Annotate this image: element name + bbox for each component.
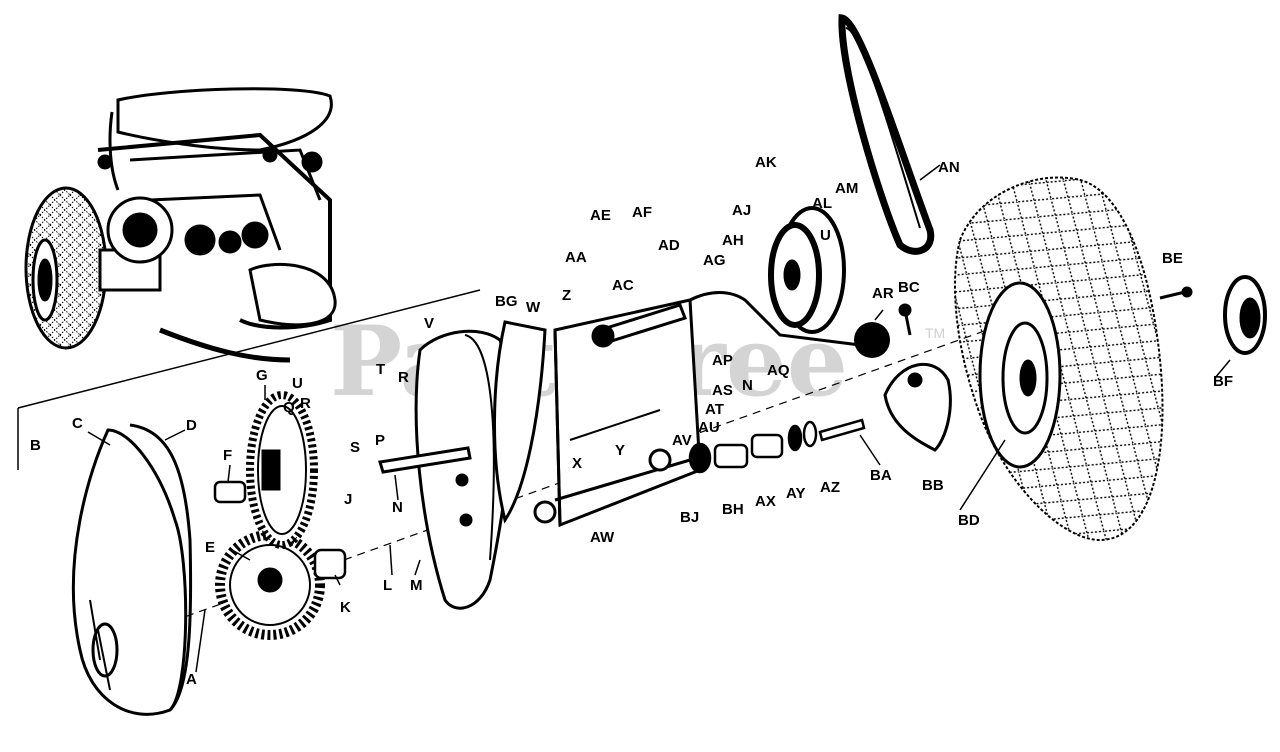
- frame-lines: [17, 289, 481, 470]
- callout-m: M: [410, 577, 423, 594]
- wheel-hub-bracket: [883, 363, 952, 452]
- callout-al: AL: [812, 195, 832, 212]
- callout-av: AV: [672, 432, 692, 449]
- transaxle-bracket: [533, 298, 702, 528]
- tractor-inset-view: [24, 87, 337, 363]
- callout-n-lower: N: [392, 499, 403, 516]
- callout-bc: BC: [898, 279, 920, 296]
- hub-cap: [1223, 275, 1267, 355]
- callout-labels: A B C D E F G J K L M N N P Q R R S T U …: [30, 154, 1233, 688]
- callout-g: G: [256, 367, 268, 384]
- callout-ba: BA: [870, 467, 892, 484]
- callout-v: V: [424, 315, 434, 332]
- lever-arm: [689, 291, 861, 347]
- callout-az: AZ: [820, 479, 840, 496]
- callout-bg: BG: [495, 293, 518, 310]
- axle-spacers: [688, 420, 818, 474]
- callout-l: L: [383, 577, 392, 594]
- callout-am: AM: [835, 180, 858, 197]
- callout-at: AT: [705, 401, 724, 418]
- callout-af: AF: [632, 204, 652, 221]
- callout-ap: AP: [712, 352, 733, 369]
- callout-r-right: R: [398, 369, 409, 386]
- side-plate: [414, 329, 513, 610]
- callout-r-left: R: [300, 395, 311, 412]
- callout-b: B: [30, 437, 41, 454]
- small-bushings: [213, 480, 347, 580]
- rear-tire: [954, 176, 1164, 542]
- callout-w: W: [526, 299, 541, 316]
- drive-pulley: [768, 206, 846, 334]
- callout-u-left: U: [292, 375, 303, 392]
- shift-knob: [854, 322, 890, 358]
- pinion-gear: [246, 391, 318, 549]
- housing-cover: [71, 423, 193, 716]
- callout-aw: AW: [590, 529, 615, 546]
- callout-k: K: [340, 599, 351, 616]
- watermark-trademark: TM: [925, 325, 945, 341]
- callout-ay: AY: [786, 485, 805, 502]
- callout-bf: BF: [1213, 373, 1233, 390]
- callout-s: S: [350, 439, 360, 456]
- callout-au: AU: [698, 419, 720, 436]
- brace-plate: [492, 320, 547, 524]
- bolts: [898, 286, 1193, 336]
- callout-a: A: [186, 671, 197, 688]
- callout-be: BE: [1162, 250, 1183, 267]
- callout-z: Z: [562, 287, 571, 304]
- callout-ak: AK: [755, 154, 777, 171]
- callout-p: P: [375, 432, 385, 449]
- callout-ag: AG: [703, 252, 726, 269]
- callout-bh: BH: [722, 501, 744, 518]
- callout-bb: BB: [922, 477, 944, 494]
- callout-aa: AA: [565, 249, 587, 266]
- callout-c: C: [72, 415, 83, 432]
- v-belt: [838, 14, 935, 255]
- callout-bj: BJ: [680, 509, 699, 526]
- callout-n-upper: N: [742, 377, 753, 394]
- callout-ar: AR: [872, 285, 894, 302]
- callout-bd: BD: [958, 512, 980, 529]
- axle-pin: [818, 418, 866, 442]
- callout-e: E: [205, 539, 215, 556]
- drive-shaft: [378, 446, 472, 474]
- callout-q: Q: [283, 399, 295, 416]
- callout-an: AN: [938, 159, 960, 176]
- callout-aq: AQ: [767, 362, 790, 379]
- callout-f: F: [223, 447, 232, 464]
- callout-ad: AD: [658, 237, 680, 254]
- leader-lines: [87, 164, 1231, 673]
- callout-ax: AX: [755, 493, 776, 510]
- callout-ah: AH: [722, 232, 744, 249]
- callout-aj: AJ: [732, 202, 751, 219]
- callout-y: Y: [615, 442, 625, 459]
- callout-ac: AC: [612, 277, 634, 294]
- callout-ae: AE: [590, 207, 611, 224]
- callout-d: D: [186, 417, 197, 434]
- callout-j: J: [344, 491, 352, 508]
- callout-t: T: [376, 361, 385, 378]
- callout-x: X: [572, 455, 582, 472]
- shifter-shaft: [591, 303, 687, 348]
- callout-u-right: U: [820, 227, 831, 244]
- large-gear: [215, 530, 325, 640]
- callout-as: AS: [712, 382, 733, 399]
